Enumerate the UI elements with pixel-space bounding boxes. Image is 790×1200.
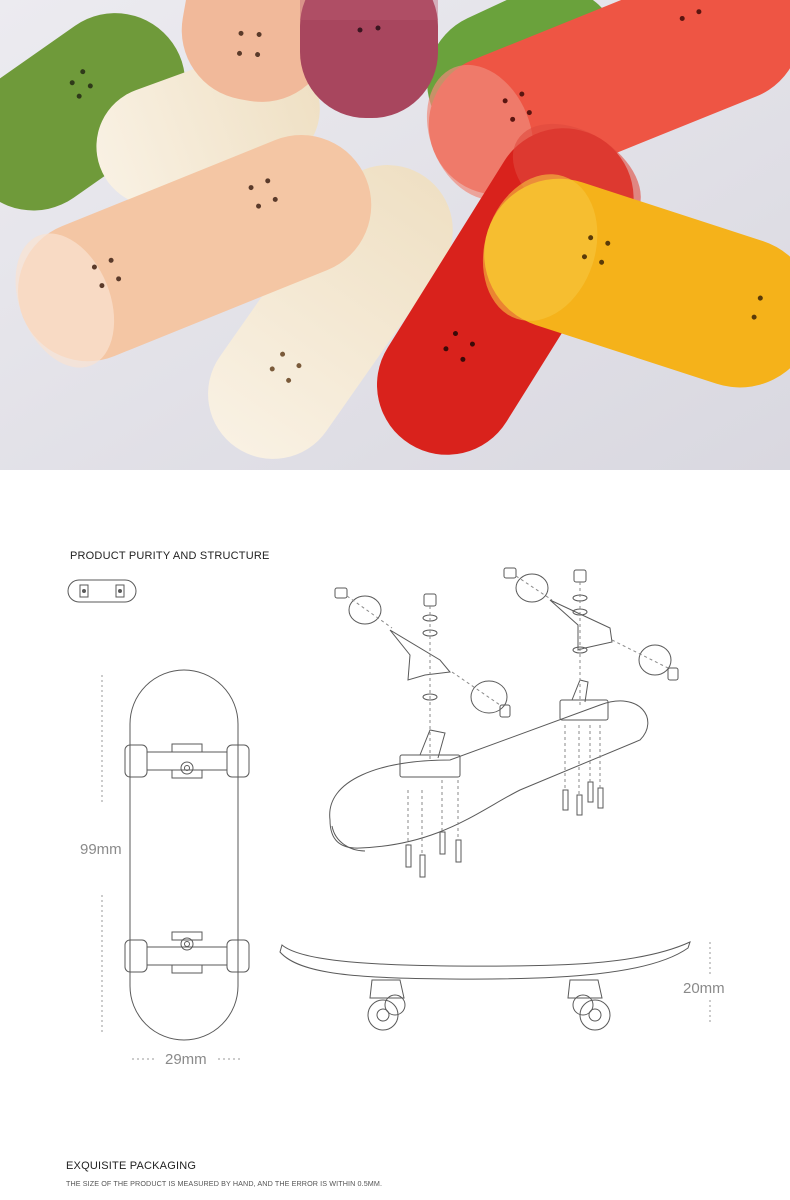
width-dimension: 29mm	[165, 1051, 207, 1068]
dimension-lines	[101, 675, 711, 1060]
rose-deck	[300, 0, 438, 118]
top-view-board	[124, 669, 250, 1041]
length-dimension: 99mm	[80, 841, 122, 858]
mini-board-icon	[67, 579, 137, 603]
natural-deck-front	[208, 165, 453, 459]
measurement-note: THE SIZE OF THE PRODUCT IS MEASURED BY H…	[66, 1179, 383, 1188]
structure-heading: PRODUCT PURITY AND STRUCTURE	[70, 550, 270, 562]
height-dimension: 20mm	[683, 980, 725, 997]
packaging-heading: EXQUISITE PACKAGING	[66, 1160, 197, 1172]
peach-deck-front	[15, 135, 372, 368]
exploded-board	[329, 567, 679, 878]
yellow-deck	[482, 174, 790, 388]
green-deck	[0, 13, 186, 211]
structure-diagram	[67, 567, 711, 1060]
peach-deck-top	[181, 0, 336, 102]
side-view-board	[279, 941, 691, 1031]
assembly-dashes	[346, 575, 669, 855]
product-photo	[0, 0, 790, 470]
